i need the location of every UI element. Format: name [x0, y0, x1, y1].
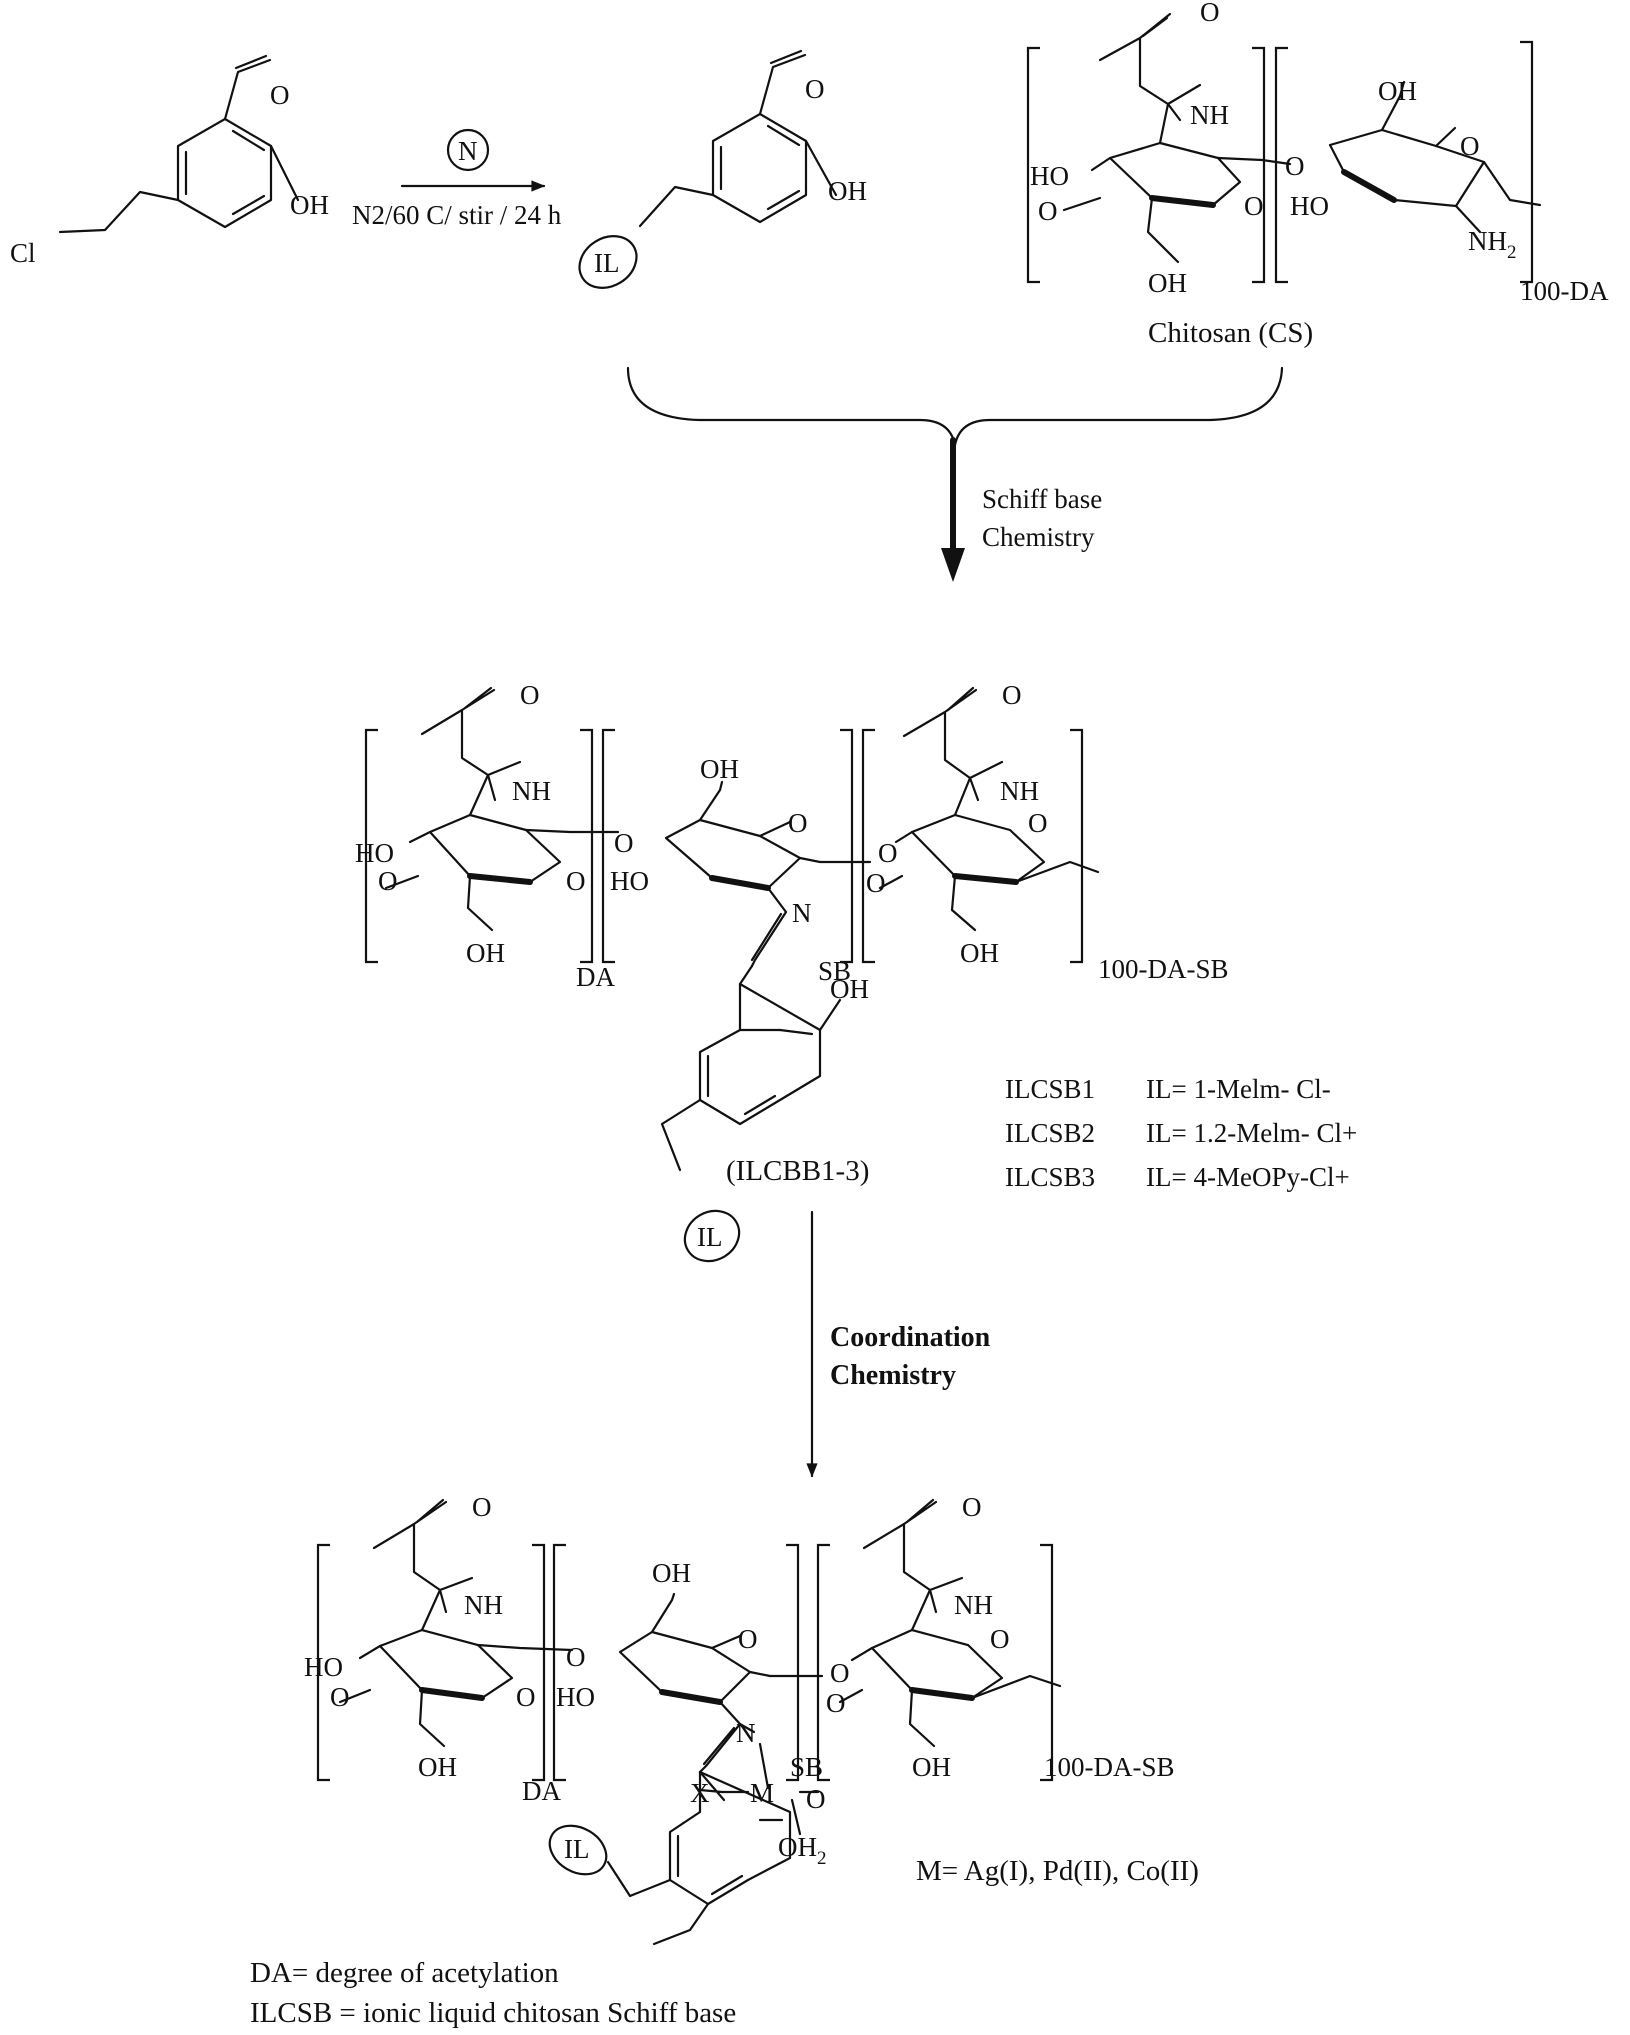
hydroxymethyl-oh: OH — [700, 754, 739, 784]
reaction-conditions: N2/60 C/ stir / 24 h — [352, 200, 562, 230]
imine-nitrogen: N — [736, 1718, 756, 1748]
bridge-oxygen: O — [1285, 151, 1305, 181]
bridge-oxygen: O — [566, 1642, 586, 1672]
hydroxymethyl-oh: OH — [960, 938, 999, 968]
il-label: IL — [564, 1834, 589, 1864]
hydroxyl-ho: HO — [1290, 191, 1329, 221]
amide-nh: NH — [954, 1590, 993, 1620]
hydroxyl-ho: HO — [556, 1682, 595, 1712]
glycosidic-oxygen: O — [378, 866, 398, 896]
donor-x: X — [690, 1778, 710, 1808]
chitosan-structure: O NH HO O O OH O OH O HO NH2 100-DA Chit… — [1026, 0, 1609, 349]
heterocycle-ring-icon — [446, 128, 490, 172]
variant-code: ILCSB2 — [1005, 1118, 1095, 1148]
amine-nh2: NH2 — [1468, 226, 1517, 263]
amide-nh: NH — [512, 776, 551, 806]
il-variant-list: ILCSB1 IL= 1-Melm- Cl- ILCSB2 IL= 1.2-Me… — [1005, 1074, 1357, 1192]
ring-oxygen: O — [1244, 191, 1264, 221]
ring-oxygen: O — [566, 866, 586, 896]
ionic-liquid-tag-icon — [683, 1209, 741, 1263]
subscript-sb: SB — [790, 1752, 823, 1782]
carbonyl-oxygen: O — [1200, 0, 1220, 27]
step2-line1: Coordination — [830, 1322, 991, 1353]
ring-oxygen: O — [516, 1682, 536, 1712]
step1-line2: Chemistry — [982, 522, 1095, 552]
step-reagent: N N2/60 C/ stir / 24 h — [352, 128, 562, 230]
variant-il: IL= 1-Melm- Cl- — [1146, 1074, 1331, 1104]
variant-code: ILCSB3 — [1005, 1162, 1095, 1192]
hydroxymethyl-oh: OH — [418, 1752, 457, 1782]
chloro-label: Cl — [10, 238, 36, 268]
bridge-oxygen: O — [614, 828, 634, 858]
carbonyl-oxygen: O — [520, 680, 540, 710]
ring-oxygen: O — [990, 1624, 1010, 1654]
chitosan-name: Chitosan (CS) — [1148, 317, 1313, 349]
chitosan-repeat-subscript: 100-DA — [1520, 276, 1609, 306]
aldehyde-oxygen: O — [270, 80, 290, 110]
amide-nh: NH — [464, 1590, 503, 1620]
glycosidic-oxygen: O — [1038, 196, 1058, 226]
ionic-liquid-tag-icon — [578, 235, 638, 289]
subscript-da: DA — [576, 962, 615, 992]
bridge-oxygen: O — [830, 1658, 850, 1688]
carbonyl-oxygen: O — [1002, 680, 1022, 710]
imine-nitrogen: N — [792, 898, 812, 928]
carbonyl-oxygen: O — [962, 1492, 982, 1522]
aqua-ligand: OH2 — [778, 1832, 827, 1869]
step1-line1: Schiff base — [982, 484, 1102, 514]
variant-il: IL= 4-MeOPy-Cl+ — [1146, 1162, 1350, 1192]
glycosidic-oxygen: O — [866, 868, 886, 898]
ring-oxygen: O — [1028, 808, 1048, 838]
legend-da: DA= degree of acetylation — [250, 1957, 559, 1989]
phenol-oh: OH — [830, 974, 869, 1004]
hydroxyl-ho: HO — [1030, 161, 1069, 191]
step-1: Schiff base Chemistry — [626, 366, 1284, 582]
ring-oxygen: O — [788, 808, 808, 838]
hydroxyl-ho: HO — [304, 1652, 343, 1682]
variant-code: ILCSB1 — [1005, 1074, 1095, 1104]
glycosidic-oxygen: O — [826, 1688, 846, 1718]
product2-structure: O NH HO O O OH DA OH O HO O N SB O NH O … — [304, 1492, 1199, 1946]
hydroxymethyl-oh: OH — [466, 938, 505, 968]
hydroxymethyl-oh: OH — [652, 1558, 691, 1588]
hydroxyl-label: OH — [828, 176, 867, 206]
step-2: Coordination Chemistry — [806, 1210, 991, 1478]
bridge-oxygen: O — [878, 838, 898, 868]
il-label: IL — [697, 1222, 722, 1252]
legend: DA= degree of acetylation ILCSB = ionic … — [250, 1957, 736, 2029]
ring-oxygen: O — [738, 1624, 758, 1654]
step2-line2: Chemistry — [830, 1360, 956, 1391]
metals-list: M= Ag(I), Pd(II), Co(II) — [916, 1855, 1199, 1887]
legend-ilcsb: ILCSB = ionic liquid chitosan Schiff bas… — [250, 1997, 736, 2029]
hydroxymethyl-oh: OH — [1148, 268, 1187, 298]
intermediate-molecule: IL O OH — [578, 49, 867, 289]
hydroxymethyl-oh: OH — [1378, 76, 1417, 106]
ring-oxygen: O — [1460, 131, 1480, 161]
amide-nh: NH — [1190, 100, 1229, 130]
subscript-rest: 100-DA-SB — [1098, 954, 1229, 984]
carbonyl-oxygen: O — [472, 1492, 492, 1522]
hydroxymethyl-oh: OH — [912, 1752, 951, 1782]
chelate-oxygen: O — [806, 1784, 826, 1814]
subscript-sb: SB — [818, 956, 851, 986]
amide-nh: NH — [1000, 776, 1039, 806]
combining-brace — [626, 366, 1284, 447]
il-label: IL — [594, 248, 619, 278]
metal-m: M — [750, 1778, 774, 1808]
product1-structure: O NH HO O O OH DA OH O HO O N SB O NH O … — [355, 680, 1357, 1263]
aldehyde-oxygen: O — [805, 74, 825, 104]
ring-nitrogen: N — [458, 136, 478, 166]
hydroxyl-ho: HO — [610, 866, 649, 896]
variant-il: IL= 1.2-Melm- Cl+ — [1146, 1118, 1357, 1148]
subscript-rest: 100-DA-SB — [1044, 1752, 1175, 1782]
ionic-liquid-tag-icon — [548, 1824, 608, 1876]
glycosidic-oxygen: O — [330, 1682, 350, 1712]
reactant-molecule: O OH Cl — [10, 54, 329, 268]
product1-name: (ILCBB1-3) — [726, 1155, 869, 1187]
hydroxyl-label: OH — [290, 190, 329, 220]
subscript-da: DA — [522, 1776, 561, 1806]
hydroxyl-ho: HO — [355, 838, 394, 868]
